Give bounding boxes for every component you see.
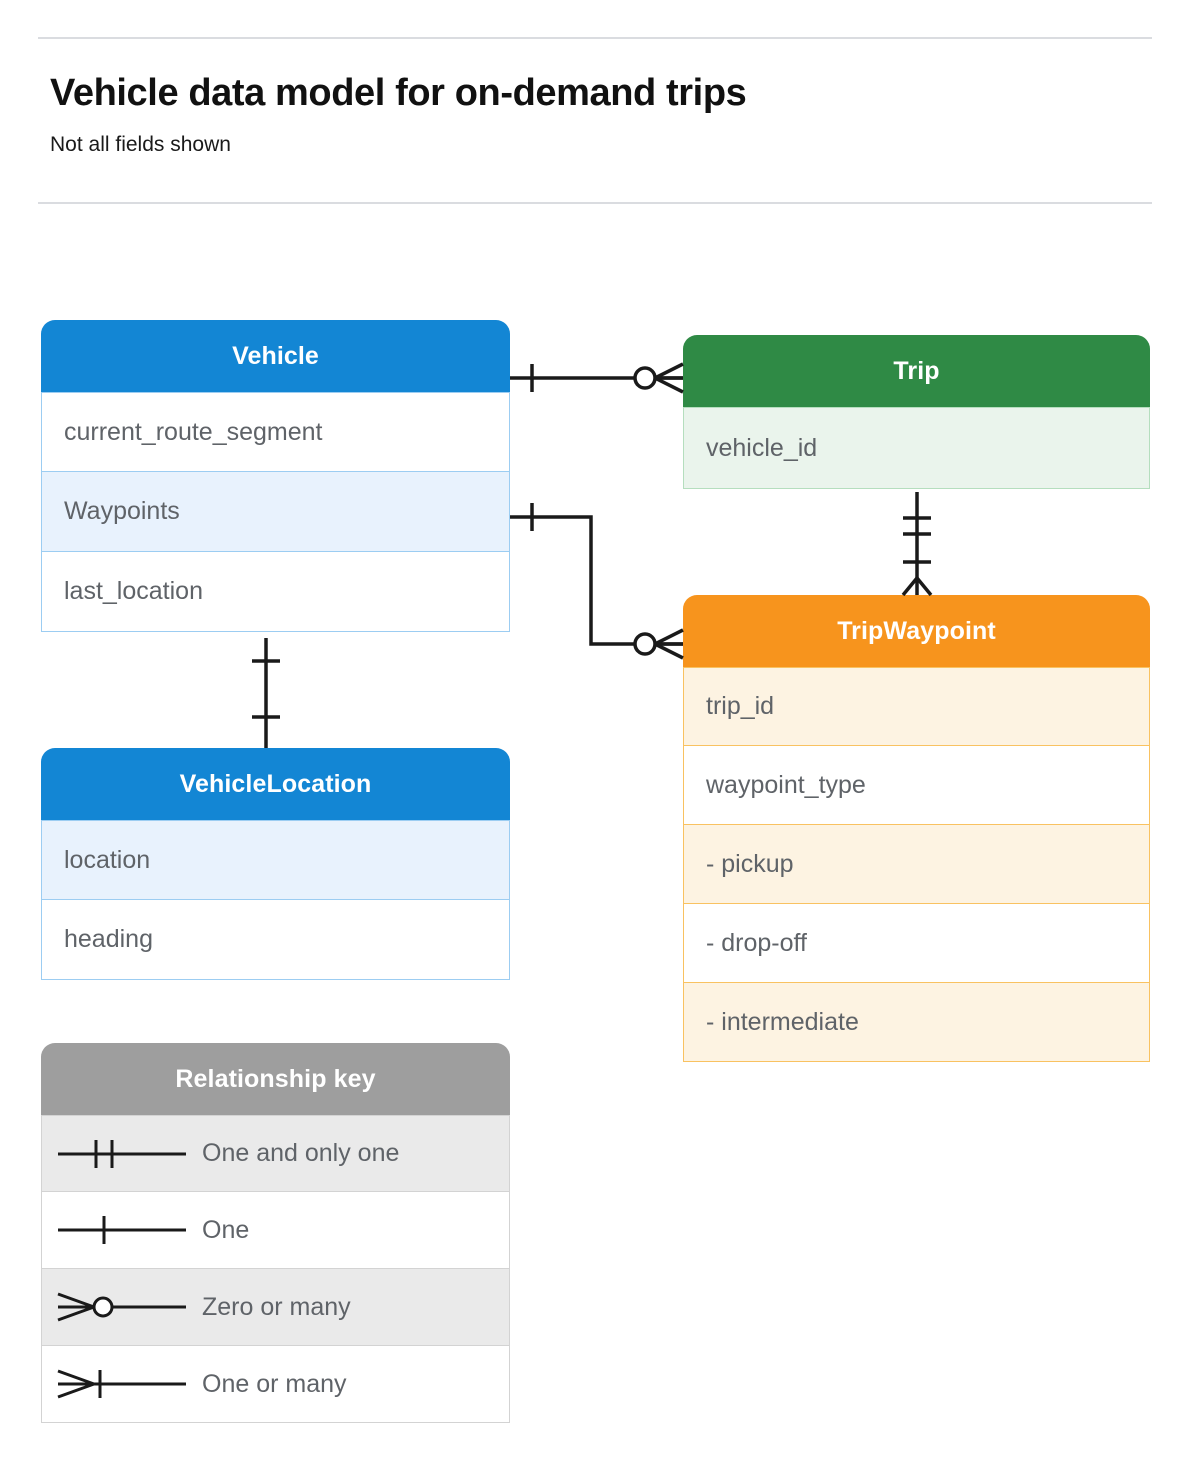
field-row[interactable]: - drop-off <box>683 904 1150 983</box>
field-row[interactable]: Waypoints <box>41 472 510 552</box>
legend-label: Zero or many <box>202 1292 351 1321</box>
entity-vehiclelocation-header: VehicleLocation <box>41 748 510 820</box>
legend-relationship-key: Relationship key One and only one <box>41 1043 510 1423</box>
field-row[interactable]: - pickup <box>683 825 1150 904</box>
entity-vehiclelocation[interactable]: VehicleLocation location heading <box>41 748 510 980</box>
entity-tripwaypoint[interactable]: TripWaypoint trip_id waypoint_type - pic… <box>683 595 1150 1062</box>
page-subtitle: Not all fields shown <box>50 133 231 156</box>
legend-row: One <box>41 1192 510 1269</box>
field-row[interactable]: heading <box>41 900 510 980</box>
field-row[interactable]: location <box>41 820 510 900</box>
entity-vehicle[interactable]: Vehicle current_route_segment Waypoints … <box>41 320 510 632</box>
connector-trip-tripwaypoint <box>901 492 933 597</box>
entity-vehicle-header: Vehicle <box>41 320 510 392</box>
legend-row: One or many <box>41 1346 510 1423</box>
legend-row: Zero or many <box>41 1269 510 1346</box>
field-row[interactable]: trip_id <box>683 667 1150 746</box>
field-row[interactable]: vehicle_id <box>683 407 1150 489</box>
page-title: Vehicle data model for on-demand trips <box>50 72 747 114</box>
legend-header: Relationship key <box>41 1043 510 1115</box>
connector-waypoints-tripwaypoint <box>510 503 684 660</box>
legend-label: One or many <box>202 1369 347 1398</box>
legend-row: One and only one <box>41 1115 510 1192</box>
field-row[interactable]: waypoint_type <box>683 746 1150 825</box>
one-and-only-one-icon <box>42 1134 202 1174</box>
top-divider <box>38 37 1152 39</box>
one-or-many-icon <box>42 1364 202 1404</box>
entity-trip-header: Trip <box>683 335 1150 407</box>
one-icon <box>42 1210 202 1250</box>
field-row[interactable]: - intermediate <box>683 983 1150 1062</box>
connector-vehicle-vehiclelocation <box>252 638 280 748</box>
entity-trip-fields: vehicle_id <box>683 407 1150 489</box>
field-row[interactable]: last_location <box>41 552 510 632</box>
entity-vehicle-fields: current_route_segment Waypoints last_loc… <box>41 392 510 632</box>
legend-rows: One and only one One <box>41 1115 510 1423</box>
zero-or-many-icon <box>42 1287 202 1327</box>
header-divider <box>38 202 1152 204</box>
legend-label: One and only one <box>202 1139 400 1167</box>
entity-tripwaypoint-fields: trip_id waypoint_type - pickup - drop-of… <box>683 667 1150 1062</box>
field-row[interactable]: current_route_segment <box>41 392 510 472</box>
entity-trip[interactable]: Trip vehicle_id <box>683 335 1150 489</box>
connector-vehicle-trip <box>510 362 684 394</box>
entity-vehiclelocation-fields: location heading <box>41 820 510 980</box>
entity-tripwaypoint-header: TripWaypoint <box>683 595 1150 667</box>
legend-label: One <box>202 1215 250 1244</box>
